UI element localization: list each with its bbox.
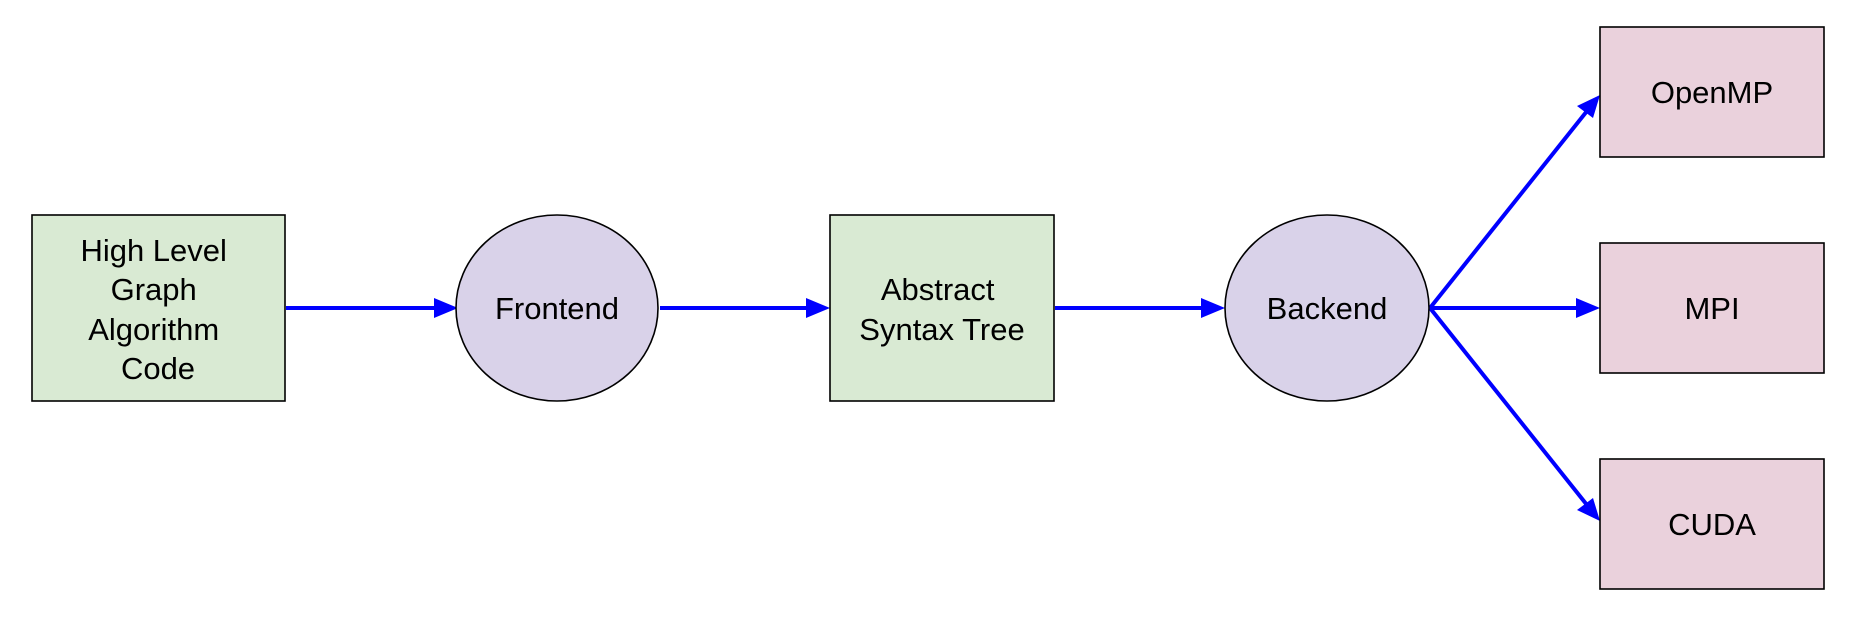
ast-line-2: Syntax Tree bbox=[859, 312, 1024, 347]
node-ast: Abstract Syntax Tree bbox=[829, 214, 1055, 402]
node-frontend: Frontend bbox=[455, 214, 659, 402]
frontend-ellipse bbox=[455, 214, 659, 402]
edge-frontend-to-ast bbox=[660, 298, 830, 318]
svg-text:High Level Graph A: High Level Graph Algorithm Code bbox=[80, 233, 235, 386]
backend-label: Backend bbox=[1267, 291, 1388, 326]
svg-text:Frontend: Frontend bbox=[495, 291, 619, 326]
svg-text:CUDA: CUDA bbox=[1668, 507, 1756, 542]
svg-text:MPI: MPI bbox=[1684, 291, 1739, 326]
mpi-box bbox=[1599, 242, 1825, 374]
input-code-line-1: High Level bbox=[80, 233, 226, 268]
svg-text:OpenMP: OpenMP bbox=[1651, 75, 1773, 110]
edge-backend-to-openmp bbox=[1428, 95, 1600, 310]
edge-backend-to-mpi bbox=[1430, 298, 1600, 318]
node-input-code: High Level Graph Algorithm Code bbox=[31, 214, 286, 402]
input-code-line-2: Graph bbox=[111, 272, 197, 307]
node-cuda: CUDA bbox=[1599, 458, 1825, 590]
input-code-box bbox=[31, 214, 286, 402]
edges bbox=[286, 95, 1600, 521]
cuda-box bbox=[1599, 458, 1825, 590]
node-mpi: MPI bbox=[1599, 242, 1825, 374]
svg-text:Backend: Backend bbox=[1267, 291, 1388, 326]
node-openmp: OpenMP bbox=[1599, 26, 1825, 158]
node-backend: Backend bbox=[1224, 214, 1430, 402]
ast-line-1: Abstract bbox=[881, 272, 995, 307]
openmp-label: OpenMP bbox=[1651, 75, 1773, 110]
input-code-line-3: Algorithm bbox=[88, 312, 219, 347]
edge-code-to-frontend bbox=[286, 298, 458, 318]
edge-ast-to-backend bbox=[1055, 298, 1225, 318]
backend-ellipse bbox=[1224, 214, 1430, 402]
input-code-line-4: Code bbox=[121, 351, 195, 386]
frontend-label: Frontend bbox=[495, 291, 619, 326]
cuda-label: CUDA bbox=[1668, 507, 1756, 542]
ast-box bbox=[829, 214, 1055, 402]
edge-backend-to-cuda bbox=[1428, 306, 1600, 521]
svg-text:Abstract Syntax Tree: Abstract Syntax Tree bbox=[859, 272, 1024, 347]
mpi-label: MPI bbox=[1684, 291, 1739, 326]
openmp-box bbox=[1599, 26, 1825, 158]
